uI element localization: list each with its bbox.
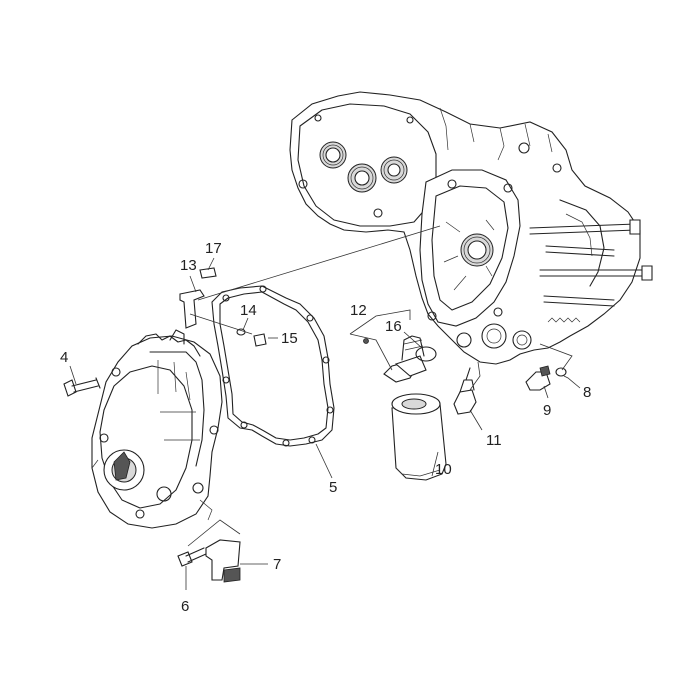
callout-15: 15 xyxy=(281,330,298,347)
callout-12: 12 xyxy=(350,302,367,319)
callout-labels: 4 5 6 7 8 9 10 11 12 13 14 15 16 17 xyxy=(60,240,591,615)
flywheel-cover xyxy=(91,329,223,529)
mounting-bracket xyxy=(179,267,217,329)
washer-and-bolt xyxy=(236,328,267,347)
transmission-casing xyxy=(289,91,653,365)
callout-6: 6 xyxy=(181,598,189,615)
callout-7: 7 xyxy=(273,556,281,573)
filter-cap xyxy=(363,335,437,383)
oil-filter xyxy=(391,393,447,481)
callout-8: 8 xyxy=(583,384,591,401)
gasket xyxy=(211,285,335,447)
callout-13: 13 xyxy=(180,257,197,274)
bolt-and-plate xyxy=(177,539,241,583)
callout-5: 5 xyxy=(329,479,337,496)
bolt xyxy=(63,377,101,397)
callout-4: 4 xyxy=(60,349,68,366)
callout-14: 14 xyxy=(240,302,257,319)
callout-16: 16 xyxy=(385,318,402,335)
callout-9: 9 xyxy=(543,402,551,419)
callout-11: 11 xyxy=(486,432,502,449)
pressure-sensor xyxy=(453,367,477,415)
temperature-sender xyxy=(525,365,567,391)
callout-17: 17 xyxy=(205,240,222,257)
callout-10: 10 xyxy=(435,461,452,478)
leader-lines xyxy=(69,225,581,590)
